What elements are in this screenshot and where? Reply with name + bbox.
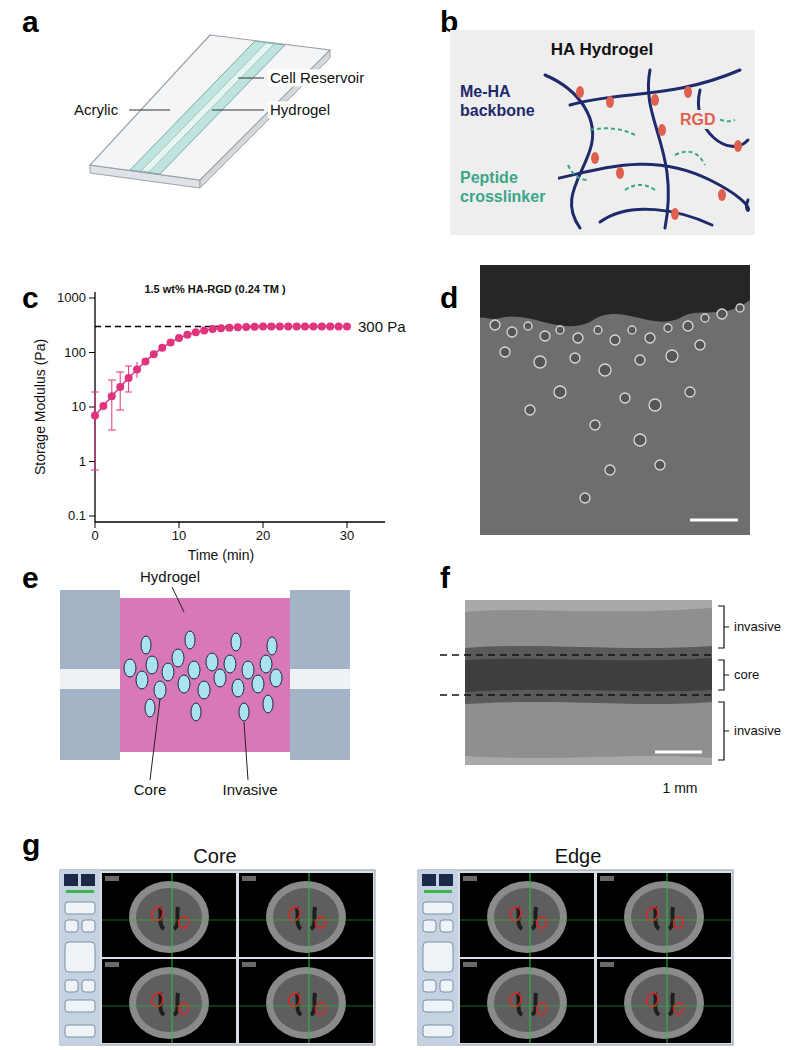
panel-letter: c bbox=[22, 281, 39, 316]
network-box: HA HydrogelMe-HA backboneRGD Peptide cros… bbox=[450, 30, 755, 235]
part-label: Hydrogel bbox=[138, 568, 202, 585]
reference-label: 300 Pa bbox=[356, 318, 408, 335]
region-label: core bbox=[734, 668, 759, 683]
part-label: Invasive bbox=[220, 781, 279, 798]
axis-tick: 1000 bbox=[57, 291, 86, 306]
panel-letter: e bbox=[22, 561, 39, 596]
axis-title: Storage Modulus (Pa) bbox=[32, 339, 48, 475]
scale-label: 1 mm bbox=[663, 780, 698, 796]
part-label: Acrylic bbox=[72, 101, 120, 118]
panel-letter: a bbox=[22, 5, 39, 40]
gel-photo bbox=[440, 600, 729, 765]
micrograph bbox=[480, 265, 750, 535]
component-label: RGD bbox=[678, 110, 718, 129]
component-label: Peptide crosslinker bbox=[458, 168, 558, 206]
modulus-chart bbox=[89, 292, 385, 528]
panel-letter: g bbox=[22, 828, 40, 863]
axis-tick: 30 bbox=[340, 529, 354, 544]
axis-tick: 0.1 bbox=[68, 509, 86, 524]
invasion-schematic bbox=[60, 587, 350, 780]
part-label: Hydrogel bbox=[268, 101, 332, 118]
part-label: Cell Reservoir bbox=[268, 69, 366, 86]
axis-tick: 10 bbox=[172, 529, 186, 544]
axis-tick: 20 bbox=[256, 529, 270, 544]
panel-title: Edge bbox=[555, 845, 602, 868]
region-label: invasive bbox=[734, 724, 781, 739]
panel-letter: d bbox=[440, 281, 458, 316]
mri-screenshots bbox=[60, 870, 733, 1045]
chart-title: 1.5 wt% HA-RGD (0.24 TM ) bbox=[144, 283, 285, 296]
axis-title: Time (min) bbox=[188, 547, 254, 563]
axis-tick: 10 bbox=[72, 400, 86, 415]
axis-tick: 1 bbox=[79, 454, 86, 469]
axis-tick: 0 bbox=[91, 529, 98, 544]
box-heading: HA Hydrogel bbox=[549, 40, 655, 60]
axis-tick: 100 bbox=[64, 345, 86, 360]
part-label: Core bbox=[132, 781, 169, 798]
component-label: Me-HA backbone bbox=[458, 82, 544, 120]
panel-letter: f bbox=[440, 561, 450, 596]
region-label: invasive bbox=[734, 620, 781, 635]
panel-title: Core bbox=[193, 845, 236, 868]
